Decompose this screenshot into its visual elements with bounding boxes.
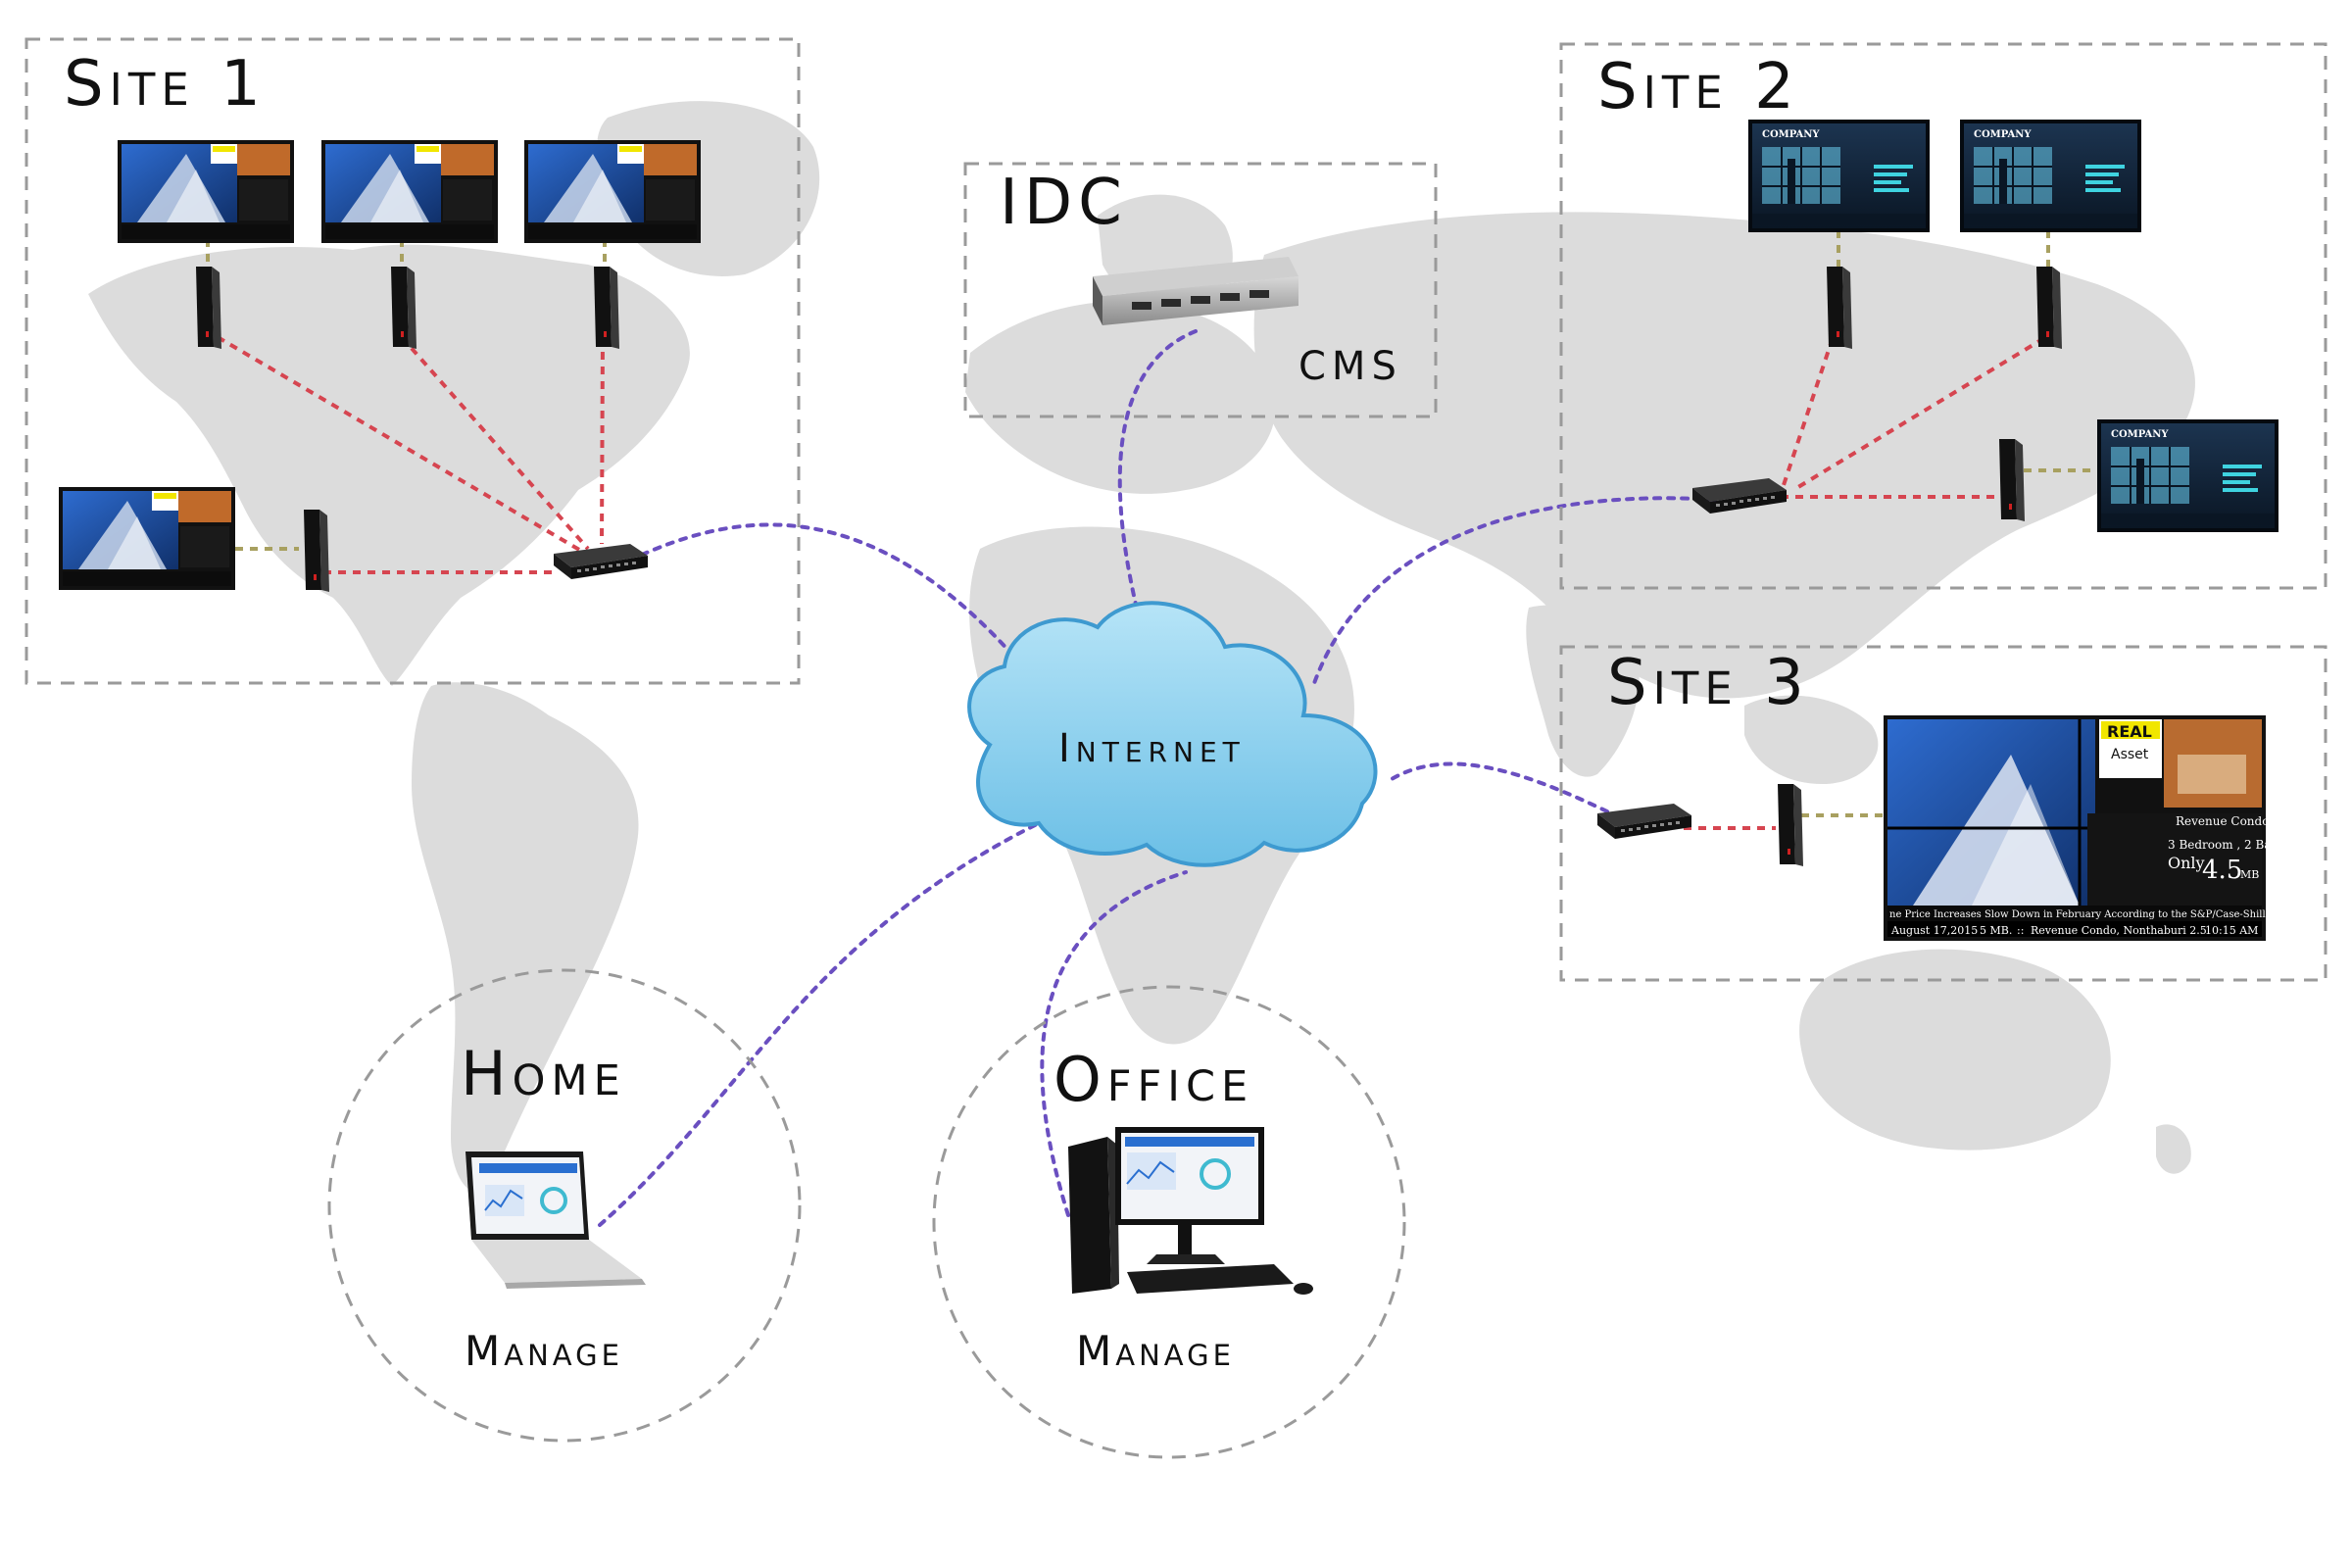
site1-lan-link-3 (600, 336, 605, 545)
europe-landmass (965, 301, 1276, 494)
site2-player-3 (1999, 439, 2025, 521)
office-title: Office (1054, 1044, 1253, 1115)
site2-display-1: COMPANY (1747, 119, 1931, 233)
server-top (1093, 257, 1298, 296)
site3-footer-time: 10:15 AM (2205, 924, 2258, 937)
site1-switch (554, 544, 648, 579)
asia-landmass (1253, 212, 2195, 699)
office-desktop (1068, 1127, 1313, 1295)
site2-player-1 (1827, 267, 1852, 349)
site3-player (1778, 784, 1803, 866)
site3-price: 4.5 (2202, 856, 2242, 885)
site3-video-wall: REAL Asset Revenue Condo 3 Bedroom , 2 B… (1884, 715, 2351, 941)
site3-boundary (1559, 645, 2328, 982)
wan-link-site3-internet (1390, 761, 1609, 813)
site1-player-1 (196, 267, 221, 349)
site3-brand-bottom: Asset (2111, 747, 2149, 762)
cloud-icon (967, 601, 1378, 867)
site3-rooms: 3 Bedroom , 2 Bathroom (2168, 838, 2315, 852)
southeast-asia-islands (1744, 695, 1879, 784)
south-america-landmass (412, 682, 639, 1193)
home-boundary (327, 968, 802, 1443)
laptop-icon (466, 1152, 646, 1289)
site1-display-4 (59, 487, 235, 590)
australia-landmass (1799, 949, 2111, 1151)
site2-display-1-title: COMPANY (1762, 129, 1820, 140)
site2-display-3: COMPANY (2096, 418, 2279, 533)
site1-player-3 (594, 267, 619, 349)
site1-lan-link-1 (216, 335, 588, 556)
site1-display-1 (118, 140, 294, 243)
site3-footer-sep: :: (2017, 924, 2024, 937)
wan-link-home-internet (598, 821, 1041, 1227)
wan-links (598, 329, 1717, 1227)
site1-display-2 (321, 140, 498, 243)
site1-title: Site 1 (64, 48, 267, 121)
site1-group (59, 140, 701, 592)
site1-display-3 (524, 140, 701, 243)
site3-price-prefix: Only (2168, 854, 2205, 872)
world-map-background (88, 101, 2196, 1193)
wan-link-idc-internet (1117, 329, 1198, 649)
site2-display-links (1837, 230, 2097, 472)
desktop-computer-icon (1068, 1127, 1313, 1295)
site3-switch (1597, 804, 1691, 839)
new-zealand-landmass (2156, 1124, 2191, 1174)
site2-player-2 (2036, 267, 2062, 349)
site2-lan-link-2 (1791, 336, 2046, 492)
site3-footer-location: Revenue Condo, Nonthaburi 2.5 (2031, 924, 2207, 937)
site2-lan-link-1 (1782, 337, 1835, 486)
site3-group: REAL Asset Revenue Condo 3 Bedroom , 2 B… (1597, 715, 2351, 941)
idc-boundary (963, 162, 1438, 418)
site3-ticker: ne Price Increases Slow Down in February… (1889, 909, 2351, 920)
internet-label: Internet (1058, 726, 1246, 771)
wan-link-site2-internet (1311, 496, 1717, 688)
site2-group: COMPANY COMPANY COMPANY (1692, 119, 2279, 533)
home-title: Home (461, 1038, 626, 1109)
internet-cloud: Internet (967, 601, 1378, 867)
site2-display-3-title: COMPANY (2111, 429, 2169, 440)
idc-server (1093, 257, 1298, 325)
cms-label: CMS (1298, 344, 1402, 389)
north-america-landmass (88, 244, 690, 687)
site1-lan-link-2 (400, 335, 590, 551)
site3-property: Revenue Condo (2176, 814, 2269, 828)
home-manage-label: Manage (465, 1327, 623, 1375)
server-side (1093, 276, 1102, 325)
site1-player-4 (304, 510, 329, 592)
site2-display-2-title: COMPANY (1974, 129, 2032, 140)
site1-boundary (24, 37, 801, 685)
site2-display-2: COMPANY (1959, 119, 2142, 233)
site3-footer-date: August 17,2015 (1890, 924, 1978, 937)
idc-title: IDC (1000, 167, 1128, 239)
site3-title: Site 3 (1607, 647, 1810, 719)
region-boxes (24, 37, 2328, 1459)
site2-title: Site 2 (1597, 51, 1800, 123)
site3-footer-price: 5 MB. (1980, 924, 2012, 937)
wan-link-site1-internet (640, 522, 1041, 688)
office-manage-label: Manage (1076, 1327, 1235, 1375)
home-laptop (466, 1152, 646, 1289)
office-boundary (932, 985, 1406, 1459)
site3-brand-top: REAL (2107, 722, 2152, 741)
site3-price-unit: MB (2240, 868, 2259, 881)
site2-lan-links (1782, 336, 2046, 499)
site2-boundary (1559, 42, 2328, 590)
site1-lan-links (216, 335, 605, 574)
site1-player-2 (391, 267, 416, 349)
